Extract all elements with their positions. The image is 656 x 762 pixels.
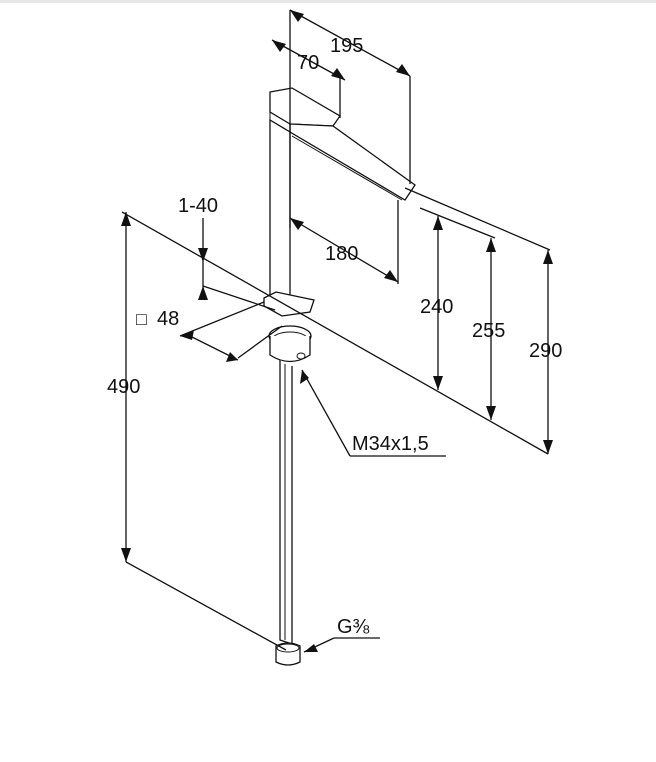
arrowheads	[121, 10, 553, 652]
dimension-240: 240	[420, 296, 453, 318]
top-border	[0, 0, 656, 3]
dimension-180: 180	[325, 243, 358, 265]
square-symbol: □	[136, 309, 147, 329]
faucet-body	[263, 87, 416, 666]
thread-mount-label: M34x1,5	[352, 433, 429, 455]
dimension-48: 48	[157, 308, 179, 330]
dimension-1-40: 1-40	[178, 195, 218, 217]
dimension-490: 490	[107, 376, 140, 398]
dimension-lines	[121, 9, 551, 653]
dimension-290: 290	[529, 340, 562, 362]
dimension-255: 255	[472, 320, 505, 342]
dimension-195: 195	[330, 35, 363, 57]
dimension-70: 70	[297, 52, 319, 74]
thread-supply-label: G⅜	[337, 616, 370, 638]
